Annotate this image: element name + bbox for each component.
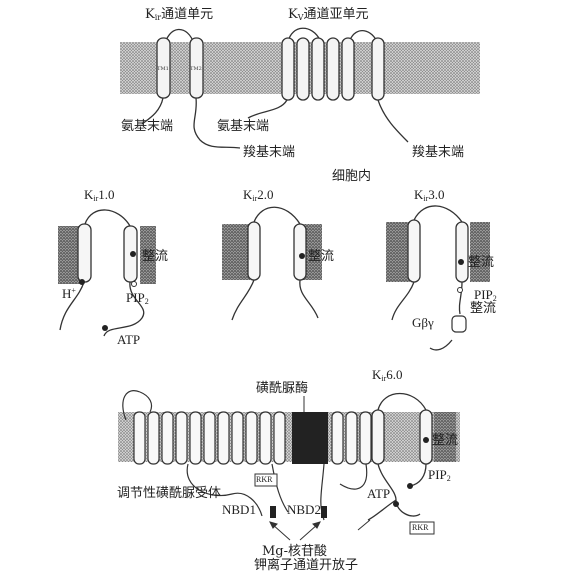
rkr-label-2: RKR (412, 523, 429, 532)
tm-right-label: TM2 (190, 66, 202, 72)
carboxyl-terminus-label-1: 羧基末端 (243, 145, 296, 160)
sur-helices (133, 411, 286, 465)
rectification-site-dot-2 (299, 253, 305, 259)
gbg-label: Gβγ (412, 315, 434, 330)
atp-label-kir6: ATP (367, 486, 391, 501)
membrane-kir3-right (470, 222, 490, 282)
membrane-band-bottom (118, 412, 460, 462)
kir2-title: Kir2.0 (243, 187, 274, 203)
kv-subunit (247, 27, 409, 143)
nbd2-marker (321, 506, 327, 518)
sur-receptor-label: 调节性磺酰脲受体 (117, 486, 222, 501)
kir1-title: Kir1.0 (84, 187, 115, 203)
rectification-label-4: 整流 (470, 301, 497, 316)
carboxyl-terminus-label-2: 羧基末端 (412, 145, 465, 160)
pip2-site-dot-kir6 (407, 483, 413, 489)
nbd1-label: NBD1 (222, 502, 256, 517)
rectification-label-kir6: 整流 (432, 433, 459, 448)
kir2-diagram (222, 206, 322, 321)
amino-terminus-label-1: 氨基末端 (121, 119, 174, 134)
kir-subunit (141, 28, 241, 149)
proton-site-dot (79, 279, 85, 285)
membrane-kir1-left (58, 226, 80, 284)
bottom-panel (118, 390, 460, 541)
membrane-kir1-right (140, 226, 156, 284)
pip2-site-dot-3 (457, 287, 463, 293)
gbg-binding-box (451, 315, 467, 333)
rkr-box-2 (409, 521, 435, 535)
mg-nucleotide-label: Mg-核苷酸 (262, 544, 328, 559)
pip2-label-kir6: PIP2 (428, 467, 451, 483)
pip2-label-2: PIP2 (474, 287, 497, 303)
rectification-site-dot-kir6 (423, 437, 429, 443)
atp-label-1: ATP (117, 332, 141, 347)
kir3-title: Kir3.0 (414, 187, 445, 203)
rectification-site-dot (130, 251, 136, 257)
rkr-box-1 (254, 473, 278, 487)
atp-site-dot-kir6 (393, 501, 399, 507)
rectification-label-2: 整流 (308, 249, 335, 264)
top-panel: TM1 TM2 (120, 27, 480, 149)
amino-terminus-label-2: 氨基末端 (217, 119, 270, 134)
channel-opener-label: 钾离子通道开放子 (254, 558, 359, 573)
pip2-label-1: PIP2 (126, 290, 149, 306)
intracellular-label: 细胞内 (332, 169, 372, 184)
rectification-site-dot-3 (458, 259, 464, 265)
pip2-site-dot (131, 281, 137, 287)
kir-subunit-label: Kir通道单元 (145, 7, 214, 22)
rectification-label-1: 整流 (142, 249, 169, 264)
rectification-label-3: 整流 (468, 255, 495, 270)
membrane-kir3-left (386, 222, 410, 282)
membrane-kir2-left (222, 224, 250, 280)
nbd1-marker (270, 506, 276, 518)
sulfonylurea-binding-block (292, 412, 328, 464)
membrane-band-kir6-right (434, 412, 456, 462)
nbd2-label: NBD2 (287, 502, 321, 517)
tm-left-label: TM1 (157, 66, 169, 72)
kir6-title: Kir6.0 (372, 367, 403, 383)
proton-label: H+ (62, 286, 76, 301)
kir1-diagram (58, 209, 156, 337)
rkr-label-1: RKR (256, 475, 273, 484)
sulfonylurea-label: 磺酰脲酶 (256, 381, 309, 396)
kir3-diagram (386, 205, 490, 351)
kv-subunit-label: KV通道亚单元 (288, 7, 369, 22)
atp-site-dot (102, 325, 108, 331)
